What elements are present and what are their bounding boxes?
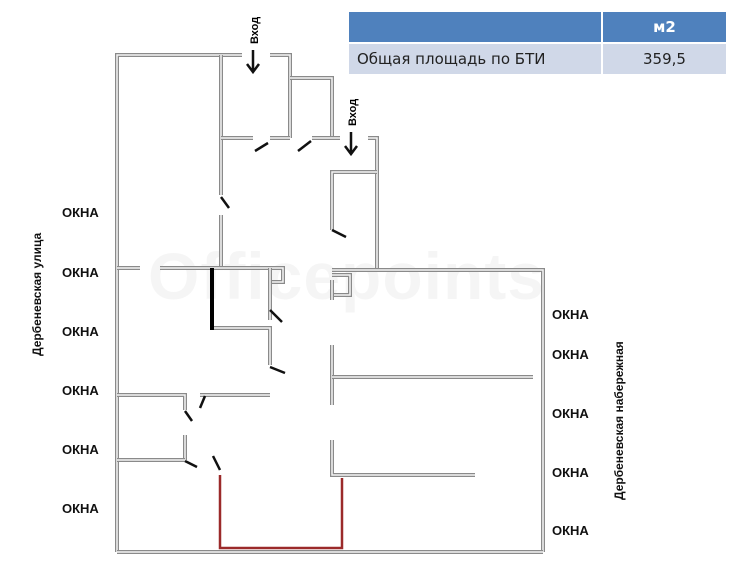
window-label: ОКНА	[62, 324, 99, 339]
door	[269, 365, 286, 375]
wall	[368, 137, 378, 270]
wall	[332, 274, 351, 296]
door	[297, 140, 312, 152]
unit-header: м2	[601, 10, 728, 44]
door	[198, 395, 207, 409]
doors	[183, 140, 347, 471]
window-label: ОКНА	[62, 442, 99, 457]
wall	[332, 269, 544, 552]
door	[254, 141, 269, 153]
door	[269, 309, 283, 323]
window-label: ОКНА	[552, 347, 589, 362]
wall	[330, 170, 377, 230]
wall	[270, 54, 291, 138]
arrow-down-icon	[246, 50, 260, 75]
door	[211, 455, 222, 471]
wall	[212, 327, 271, 365]
wall	[290, 76, 334, 138]
window-label: ОКНА	[62, 501, 99, 516]
wall	[116, 54, 242, 552]
wall	[368, 136, 379, 270]
wall	[290, 77, 333, 138]
highlighted-wall	[218, 475, 344, 550]
window-label: ОКНА	[552, 523, 589, 538]
window-label: ОКНА	[552, 465, 589, 480]
wall	[331, 440, 475, 476]
wall	[117, 393, 187, 410]
entrance-arrows	[246, 50, 358, 157]
wall	[160, 267, 284, 283]
street-left-label: Дербеневская улица	[30, 232, 44, 356]
window-label: ОКНА	[62, 205, 99, 220]
door	[183, 410, 194, 422]
door	[331, 228, 347, 239]
wall	[331, 171, 377, 230]
entrance-label-1: Вход	[249, 17, 261, 44]
area-label: Общая площадь по БТИ	[347, 42, 603, 76]
wall	[117, 394, 186, 410]
door	[219, 196, 231, 209]
arrow-down-icon	[344, 132, 358, 157]
wall	[212, 326, 272, 365]
window-label: ОКНА	[62, 265, 99, 280]
area-value: 359,5	[601, 42, 728, 76]
entrance-label-2: Вход	[347, 99, 359, 126]
wall	[332, 268, 545, 552]
window-label: ОКНА	[552, 307, 589, 322]
wall	[332, 273, 352, 297]
wall	[115, 53, 242, 552]
wall	[160, 266, 285, 284]
window-label: ОКНА	[552, 406, 589, 421]
street-right-label: Дербеневская набережная	[612, 341, 626, 500]
door	[184, 459, 198, 469]
wall	[270, 53, 292, 138]
walls	[115, 53, 545, 554]
window-label: ОКНА	[62, 383, 99, 398]
wall	[330, 440, 475, 477]
